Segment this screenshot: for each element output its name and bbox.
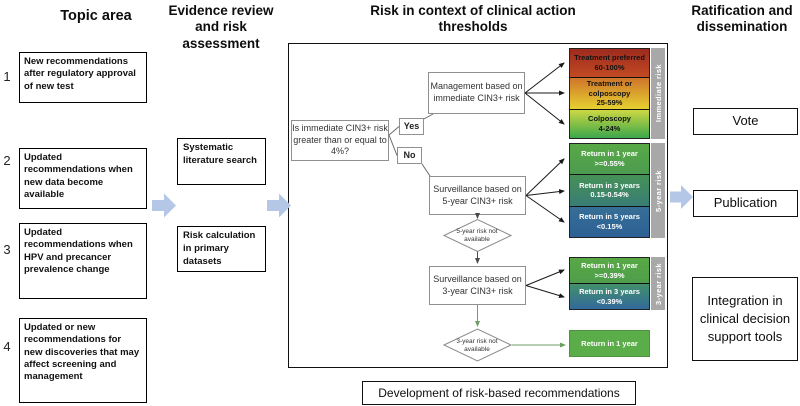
topic-item-number-2: 2 — [3, 153, 11, 168]
management-immediate-risk-box: Management based on immediate CIN3+ risk — [428, 72, 525, 114]
topic-box-hpv-prevalence: Updated recommendations when HPV and pre… — [19, 223, 147, 299]
immediate-cell-colposcopy: Colposcopy 4-24% — [570, 109, 649, 138]
surveillance-5-year-box: Surveillance based on 5-year CIN3+ risk — [429, 176, 526, 215]
cell-action-label: Colposcopy — [588, 114, 631, 124]
immediate-risk-question-box: Is immediate CIN3+ risk greater than or … — [291, 120, 389, 161]
cell-action-label: Treatment or colposcopy — [586, 78, 633, 98]
cell-action-label: Return in 1 year — [581, 260, 638, 270]
topic-box-new-discoveries: Updated or new recommendations for new d… — [19, 318, 147, 403]
cell-range-label: >=0.55% — [594, 159, 625, 169]
three-year-risk-scale: Return in 1 year >=0.39% Return in 3 yea… — [569, 257, 650, 310]
process-arrow-risk-to-publication — [670, 185, 693, 209]
immediate-cell-treatment-preferred: Treatment preferred 60-100% — [570, 49, 649, 77]
side-tab-label: 5-year risk — [653, 169, 663, 212]
topic-area-header: Topic area — [60, 8, 132, 24]
immediate-risk-scale: Treatment preferred 60-100% Treatment or… — [569, 48, 650, 139]
risk-context-header: Risk in context of clinical action thres… — [370, 3, 576, 35]
ratification-header: Ratification and dissemination — [691, 3, 793, 35]
five-year-cell-return-5-years: Return in 5 years <0.15% — [570, 205, 649, 237]
topic-box-new-recommendations: New recommendations after regulatory app… — [19, 52, 147, 103]
cell-range-label: 25-59% — [596, 98, 623, 108]
cell-range-label: 0.15-0.54% — [590, 190, 629, 200]
cell-range-label: 4-24% — [598, 124, 621, 134]
integration-box: Integration in clinical decision support… — [692, 277, 798, 361]
diamond-5-year-label: 5-year risk not available — [456, 228, 498, 244]
topic-item-number-4: 4 — [3, 339, 11, 354]
five-year-risk-scale: Return in 1 year >=0.55% Return in 3 yea… — [569, 143, 650, 238]
diamond-3-year-label: 3-year risk not available — [456, 337, 498, 353]
evidence-review-header: Evidence review and risk assessment — [168, 3, 274, 51]
process-arrow-topic-to-evidence — [152, 193, 176, 218]
cell-range-label: <0.39% — [596, 296, 623, 306]
five-year-risk-side-tab: 5-year risk — [651, 143, 665, 238]
surveillance-3-year-box: Surveillance based on 3-year CIN3+ risk — [429, 266, 526, 305]
topic-item-number-3: 3 — [3, 242, 11, 257]
three-year-risk-side-tab: 3-year risk — [651, 257, 665, 310]
yes-label-box: Yes — [399, 118, 424, 135]
cell-range-label: >=0.39% — [594, 270, 625, 280]
cell-action-label: Return in 1 year — [581, 149, 638, 159]
three-year-cell-return-1-year: Return in 1 year >=0.39% — [570, 258, 649, 283]
immediate-risk-side-tab: Immediate risk — [651, 48, 665, 139]
cell-range-label: 60-100% — [594, 62, 625, 72]
five-year-cell-return-1-year: Return in 1 year >=0.55% — [570, 144, 649, 175]
side-tab-label: 3-year risk — [653, 262, 663, 305]
development-footer-box: Development of risk-based recommendation… — [362, 381, 636, 405]
five-year-cell-return-3-years: Return in 3 years 0.15-0.54% — [570, 174, 649, 206]
topic-item-number-1: 1 — [3, 69, 11, 84]
topic-box-updated-new-data: Updated recommendations when new data be… — [19, 148, 147, 209]
vote-box: Vote — [693, 108, 798, 135]
systematic-literature-search-box: Systematic literature search — [177, 138, 266, 185]
cell-action-label: Treatment preferred — [574, 53, 645, 63]
cell-range-label: <0.15% — [596, 221, 623, 231]
publication-box: Publication — [693, 190, 798, 217]
cell-action-label: Return in 3 years — [579, 286, 640, 296]
cell-action-label: Return in 3 years — [579, 180, 640, 190]
side-tab-label: Immediate risk — [653, 64, 663, 123]
three-year-cell-return-3-years: Return in 3 years <0.39% — [570, 283, 649, 309]
no-label-box: No — [397, 147, 422, 164]
return-in-1-year-fallback-box: Return in 1 year — [569, 330, 650, 357]
immediate-cell-treatment-or-colposcopy: Treatment or colposcopy 25-59% — [570, 76, 649, 110]
cell-action-label: Return in 5 years — [579, 212, 640, 222]
risk-calculation-box: Risk calculation in primary datasets — [177, 226, 266, 272]
